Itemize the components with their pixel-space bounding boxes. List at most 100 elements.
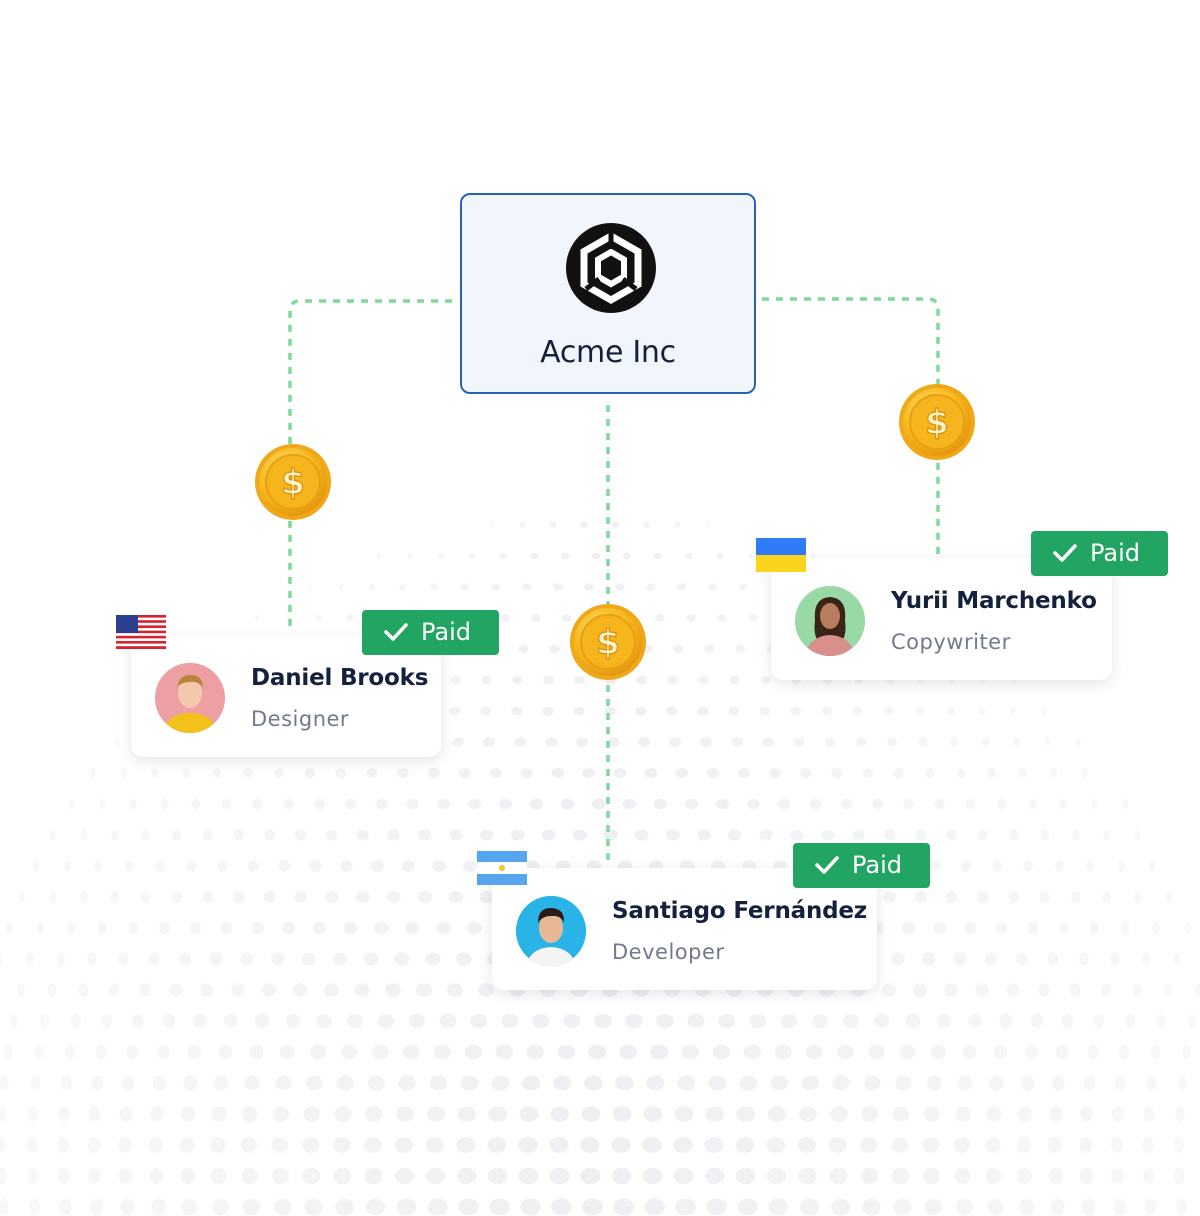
globe-dot: [233, 829, 244, 841]
globe-dot: [214, 1075, 229, 1091]
recipient-card-santiago-fernandez[interactable]: Santiago Fernández Developer: [492, 868, 877, 990]
globe-dot: [718, 1014, 736, 1028]
globe-dot: [625, 1014, 643, 1028]
globe-dot: [708, 583, 718, 591]
recipient-card-daniel-brooks[interactable]: Daniel Brooks Designer: [131, 635, 441, 757]
globe-dot: [179, 1167, 196, 1185]
us-flag-icon: [116, 615, 166, 649]
globe-dot: [501, 1014, 519, 1028]
globe-dot: [1016, 1137, 1032, 1153]
globe-dot: [638, 737, 651, 747]
globe-dot: [1027, 921, 1038, 935]
globe-dot: [653, 552, 663, 560]
globe-dot: [129, 798, 138, 810]
globe-dot: [1121, 921, 1130, 935]
globe-dot: [518, 644, 529, 654]
globe-dot: [110, 829, 119, 841]
globe-dot: [864, 1075, 881, 1091]
globe-dot: [673, 644, 684, 654]
globe-dot: [643, 1106, 663, 1122]
globe-dot: [739, 1075, 758, 1091]
globe-dot: [642, 521, 651, 529]
globe-dot: [611, 521, 620, 529]
globe-dot: [122, 1075, 135, 1091]
globe-dot: [220, 921, 233, 935]
globe-dot: [56, 952, 66, 966]
globe-dot: [747, 552, 755, 560]
globe-dot: [760, 675, 771, 685]
globe-dot: [957, 1075, 973, 1091]
globe-dot: [248, 1044, 264, 1060]
globe-dot: [67, 921, 76, 935]
globe-dot: [335, 1198, 354, 1216]
globe-dot: [837, 1044, 854, 1060]
globe-dot: [150, 1106, 164, 1122]
globe-dot: [264, 829, 276, 841]
globe-dot: [224, 1014, 238, 1028]
globe-dot: [132, 1014, 144, 1028]
globe-dot: [1050, 768, 1058, 778]
globe-dot: [397, 768, 409, 778]
recipient-card-yurii-marchenko[interactable]: Yurii Marchenko Copywriter: [771, 558, 1112, 680]
globe-dot: [1187, 1014, 1196, 1028]
globe-dot: [553, 1075, 572, 1091]
argentina-flag-icon: [477, 851, 527, 885]
globe-dot: [231, 983, 245, 997]
globe-dot: [675, 1198, 696, 1216]
globe-dot: [953, 1137, 970, 1153]
globe-dot: [1086, 860, 1095, 872]
globe-dot: [759, 706, 771, 716]
globe-dot: [40, 1014, 50, 1028]
globe-dot: [944, 983, 958, 997]
globe-dot: [430, 583, 438, 591]
globe-dot: [985, 1137, 1001, 1153]
globe-dot: [962, 1044, 977, 1060]
globe-dot: [271, 1167, 290, 1185]
globe-dot: [1071, 891, 1081, 903]
globe-dot: [97, 921, 107, 935]
globe-dot: [619, 1044, 638, 1060]
globe-dot: [522, 1075, 541, 1091]
globe-dot: [526, 1044, 545, 1060]
paid-badge: Paid: [362, 610, 499, 655]
globe-dot: [402, 1044, 420, 1060]
globe-dot: [892, 1106, 910, 1122]
globe-dot: [170, 983, 182, 997]
globe-dot: [887, 737, 897, 747]
globe-dot: [1009, 829, 1019, 841]
globe-dot: [918, 737, 928, 747]
globe-dot: [244, 1075, 260, 1091]
globe-dot: [650, 1044, 669, 1060]
globe-dot: [529, 798, 544, 810]
globe-dot: [977, 891, 989, 903]
globe-dot: [749, 1014, 767, 1028]
company-node[interactable]: Acme Inc: [460, 193, 756, 394]
globe-dot: [433, 1044, 451, 1060]
globe-dot: [915, 706, 925, 716]
globe-dot: [406, 798, 419, 810]
globe-dot: [487, 1137, 507, 1153]
globe-dot: [117, 952, 128, 966]
globe-dot: [1017, 1106, 1032, 1122]
globe-dot: [200, 983, 214, 997]
globe-dot: [1083, 1075, 1096, 1091]
globe-dot: [622, 798, 637, 810]
globe-dot: [491, 1075, 510, 1091]
globe-dot: [953, 952, 967, 966]
globe-dot: [698, 675, 709, 685]
globe-dot: [460, 1075, 479, 1091]
globe-dot: [1156, 1014, 1166, 1028]
globe-dot: [212, 1198, 229, 1216]
globe-dot: [646, 583, 656, 591]
dollar-coin-icon: $: [897, 382, 977, 462]
globe-dot: [416, 983, 432, 997]
globe-dot: [933, 921, 946, 935]
globe-dot: [747, 798, 760, 810]
globe-dot: [1144, 1198, 1157, 1216]
globe-dot: [309, 860, 322, 872]
globe-dot: [1124, 1014, 1135, 1028]
globe-dot: [956, 768, 966, 778]
globe-dot: [363, 952, 379, 966]
ukraine-flag-icon: [756, 538, 806, 572]
globe-dot: [1069, 983, 1081, 997]
